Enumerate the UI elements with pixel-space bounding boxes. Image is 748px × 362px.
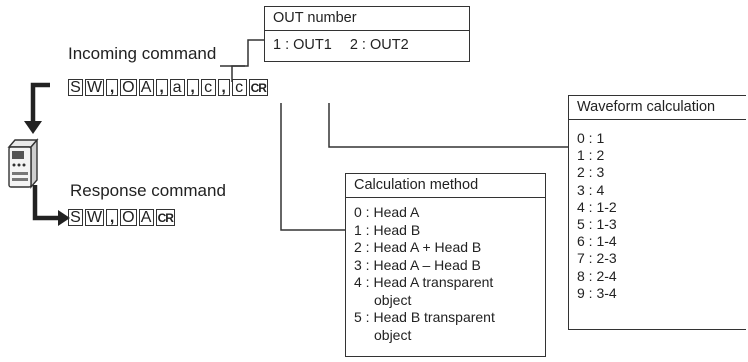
waveform-item: 8 : 2-4 (577, 267, 617, 284)
waveform-connector (328, 103, 568, 148)
incoming-command-label: Incoming command (68, 44, 217, 63)
cr-char-box: CR (248, 79, 268, 96)
command-char-box: A (138, 209, 154, 226)
command-char-box: W (85, 208, 105, 226)
command-char-box: O (120, 208, 137, 226)
comma-char-box: , (186, 79, 199, 96)
calculation-method-box: Calculation method 0 : Head A 1 : Head B… (345, 173, 546, 357)
calc-method-connector (280, 103, 345, 231)
command-char-box: W (85, 78, 105, 96)
waveform-item: 5 : 1-3 (577, 216, 617, 233)
calc-method-item-continued: object (374, 291, 412, 308)
calc-method-item: 4 : Head A transparent (354, 274, 494, 290)
waveform-item: 4 : 1-2 (577, 198, 617, 215)
cr-char-box: CR (155, 209, 175, 226)
waveform-item: 9 : 3-4 (577, 284, 617, 301)
comma-char-box: , (217, 79, 230, 96)
comma-char-box: , (155, 79, 168, 96)
command-char-box: A (138, 79, 154, 96)
out-number-box: OUT number 1 : OUT1 2 : OUT2 (264, 6, 470, 62)
incoming-arrow-head (24, 121, 42, 134)
out-number-item: 2 : OUT2 (349, 37, 409, 53)
controller-device-icon (7, 138, 39, 189)
response-command-label: Response command (70, 181, 226, 200)
comma-char-box: , (106, 79, 119, 96)
command-char-box: c (200, 79, 216, 96)
waveform-calculation-box: Waveform calculation 0 : 1 1 : 2 2 : 3 3… (568, 95, 746, 330)
calc-method-item: 0 : Head A (354, 204, 420, 220)
waveform-item: 0 : 1 (577, 130, 605, 146)
out-number-connector (231, 39, 264, 82)
command-char-box: a (169, 79, 185, 96)
waveform-item: 7 : 2-3 (577, 250, 617, 267)
waveform-item: 1 : 2 (577, 147, 605, 164)
response-arrow-head (58, 210, 70, 226)
calc-method-item: 1 : Head B (354, 221, 421, 238)
command-char-box: S (68, 209, 83, 226)
waveform-item: 6 : 1-4 (577, 233, 617, 250)
incoming-arrow (30, 82, 50, 123)
waveform-calculation-title: Waveform calculation (569, 96, 746, 120)
response-arrow (32, 185, 60, 221)
command-char-box: c (231, 79, 247, 96)
comma-char-box: , (106, 209, 119, 226)
out-number-title: OUT number (265, 7, 469, 31)
calculation-method-title: Calculation method (346, 174, 545, 198)
waveform-item: 2 : 3 (577, 164, 605, 181)
command-char-box: O (120, 78, 137, 96)
calc-method-item: 5 : Head B transparent (354, 309, 495, 325)
waveform-item: 3 : 4 (577, 181, 605, 198)
command-char-box: S (68, 79, 83, 96)
calc-method-item: 2 : Head A + Head B (354, 239, 482, 255)
calc-method-item: 3 : Head A – Head B (354, 256, 481, 273)
out-number-item: 1 : OUT1 (273, 37, 332, 53)
calc-method-item-continued: object (374, 326, 412, 343)
